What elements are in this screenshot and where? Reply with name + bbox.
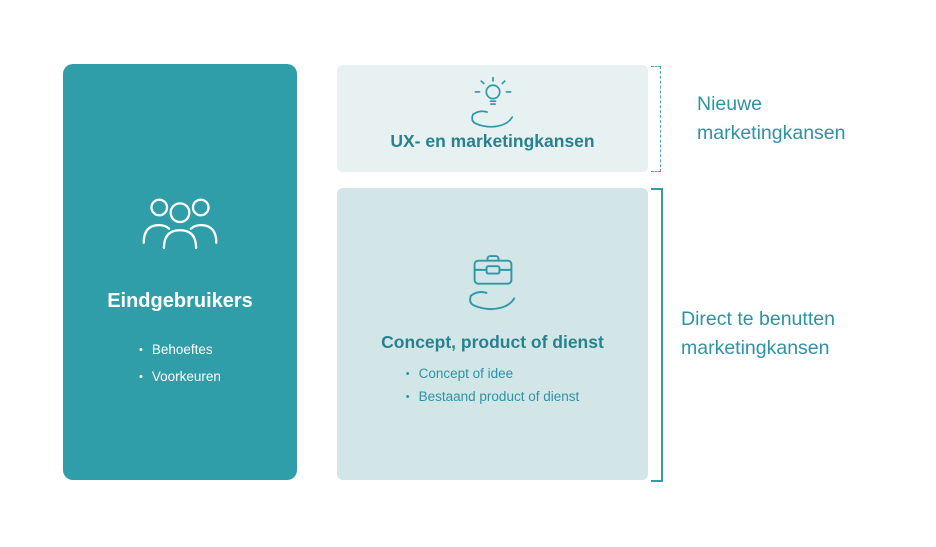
list-item: Concept of idee [406,363,579,386]
people-group-icon [138,194,222,250]
ux-marketing-title: UX- en marketingkansen [390,131,595,151]
end-users-bullet-list: Behoeftes Voorkeuren [139,337,221,391]
concept-product-box: Concept, product of dienst Concept of id… [337,188,648,480]
concept-product-title: Concept, product of dienst [381,332,604,352]
direct-opportunities-label: Direct te benutten marketingkansen [681,308,835,359]
hand-briefcase-icon [458,248,528,312]
ux-marketing-box: UX- en marketingkansen [337,65,648,172]
hand-lightbulb-icon [461,76,525,128]
list-item: Voorkeuren [139,364,221,391]
concept-bullet-list: Concept of idee Bestaand product of dien… [406,363,580,409]
end-users-card: Eindgebruikers Behoeftes Voorkeuren [63,64,297,480]
dashed-bracket [651,66,661,172]
solid-bracket [651,188,663,482]
new-opportunities-label: Nieuwe marketingkansen [697,92,846,144]
list-item: Behoeftes [139,337,221,364]
end-users-title: Eindgebruikers [107,290,253,312]
list-item: Bestaand product of dienst [406,386,580,409]
